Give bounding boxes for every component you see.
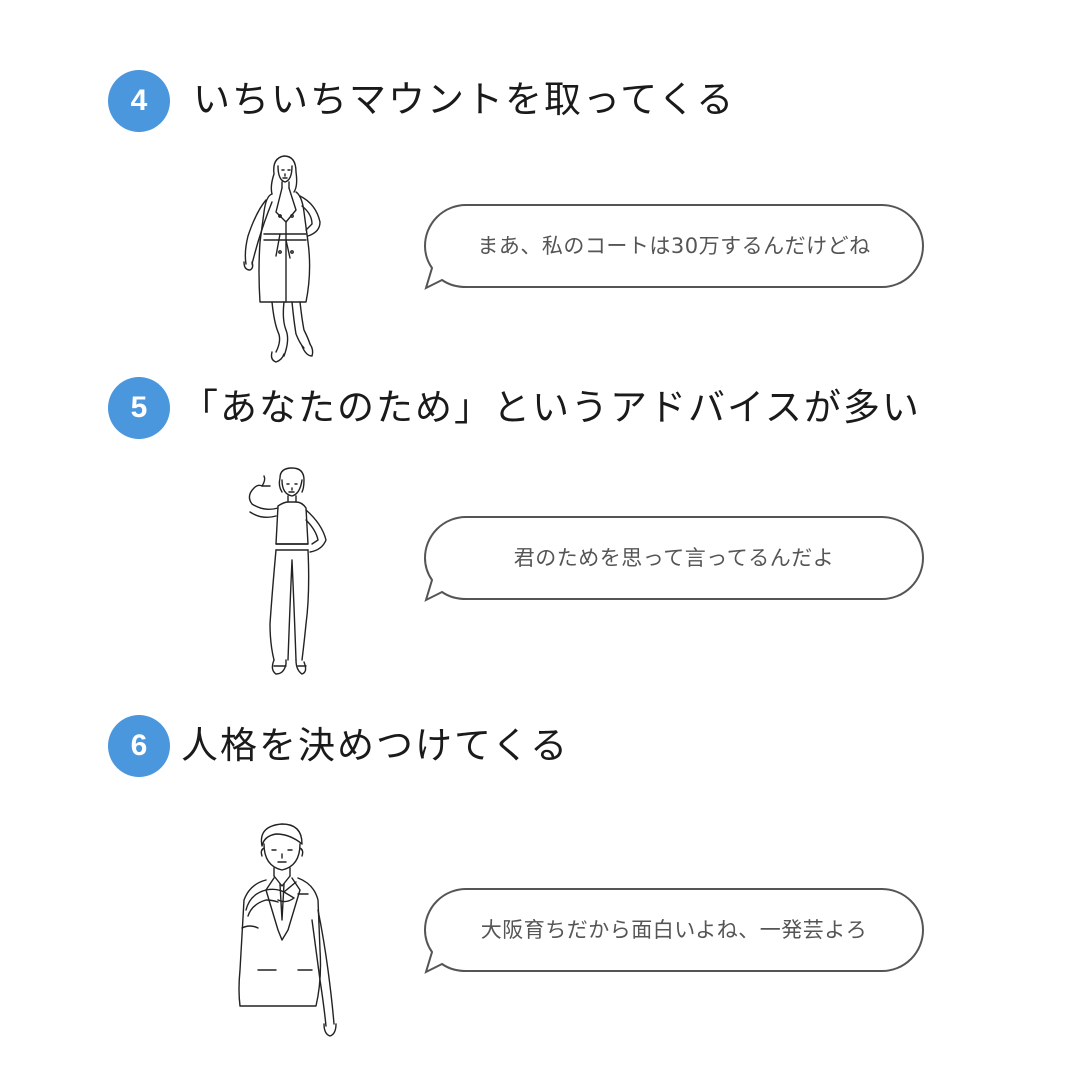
item-title: いちいちマウントを取ってくる	[193, 78, 736, 121]
speech-bubble: 大阪育ちだから面白いよね、一発芸よろ	[423, 888, 924, 974]
woman-trench-coat-illustration	[236, 152, 336, 371]
item-number-badge: 4	[108, 70, 170, 132]
speech-bubble-text: まあ、私のコートは30万するんだけどね	[477, 234, 871, 258]
item-number-badge: 5	[108, 377, 170, 439]
item-title: 人格を決めつけてくる	[181, 724, 570, 767]
speech-bubble-text: 大阪育ちだから面白いよね、一発芸よろ	[480, 918, 868, 942]
man-suit-pointing-illustration	[236, 820, 346, 1049]
item-number-badge: 6	[108, 715, 170, 777]
woman-pointing-self-illustration	[240, 464, 340, 693]
speech-bubble-text: 君のためを思って言ってるんだよ	[513, 546, 835, 570]
speech-bubble: まあ、私のコートは30万するんだけどね	[423, 204, 924, 290]
speech-bubble: 君のためを思って言ってるんだよ	[423, 516, 924, 602]
item-title: 「あなたのため」というアドバイスが多い	[181, 386, 921, 429]
